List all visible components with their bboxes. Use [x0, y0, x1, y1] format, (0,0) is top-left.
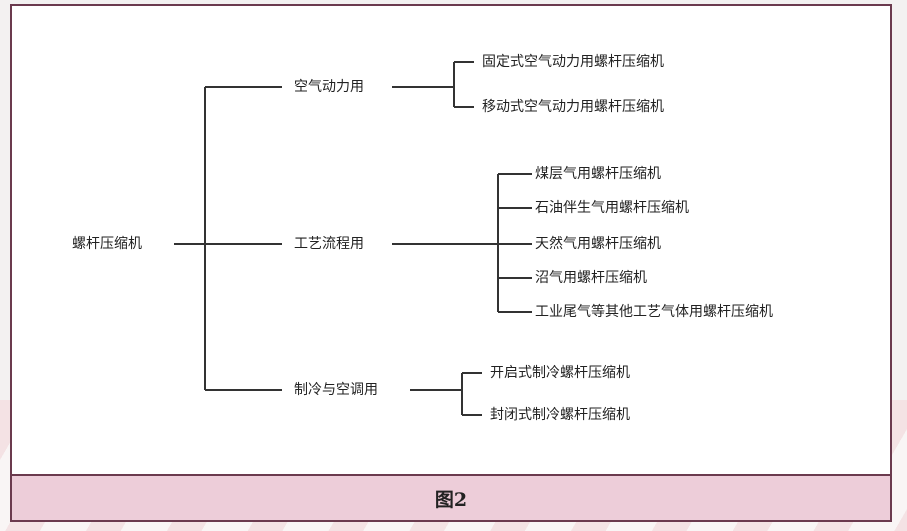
leaf-node: 工业尾气等其他工艺气体用螺杆压缩机 — [535, 304, 773, 320]
branch-process: 工艺流程用 — [294, 236, 364, 252]
leaf-node: 固定式空气动力用螺杆压缩机 — [482, 54, 664, 70]
leaf-node: 煤层气用螺杆压缩机 — [535, 166, 661, 182]
figure-caption: 图2 — [434, 488, 468, 511]
diagram-frame: 螺杆压缩机 空气动力用 工艺流程用 制冷与空调用 固定式空气动力用螺杆压缩机 移… — [10, 4, 892, 522]
leaf-node: 开启式制冷螺杆压缩机 — [490, 365, 630, 381]
leaf-node: 沼气用螺杆压缩机 — [535, 270, 647, 286]
caption-bar: 图2 — [12, 474, 890, 520]
leaf-node: 移动式空气动力用螺杆压缩机 — [482, 99, 664, 115]
branch-refrigeration: 制冷与空调用 — [294, 382, 378, 398]
root-node: 螺杆压缩机 — [72, 236, 142, 252]
leaf-node: 天然气用螺杆压缩机 — [535, 236, 661, 252]
leaf-node: 封闭式制冷螺杆压缩机 — [490, 407, 630, 423]
leaf-node: 石油伴生气用螺杆压缩机 — [535, 200, 689, 216]
tree-connectors — [174, 61, 532, 416]
branch-air-power: 空气动力用 — [294, 79, 364, 95]
